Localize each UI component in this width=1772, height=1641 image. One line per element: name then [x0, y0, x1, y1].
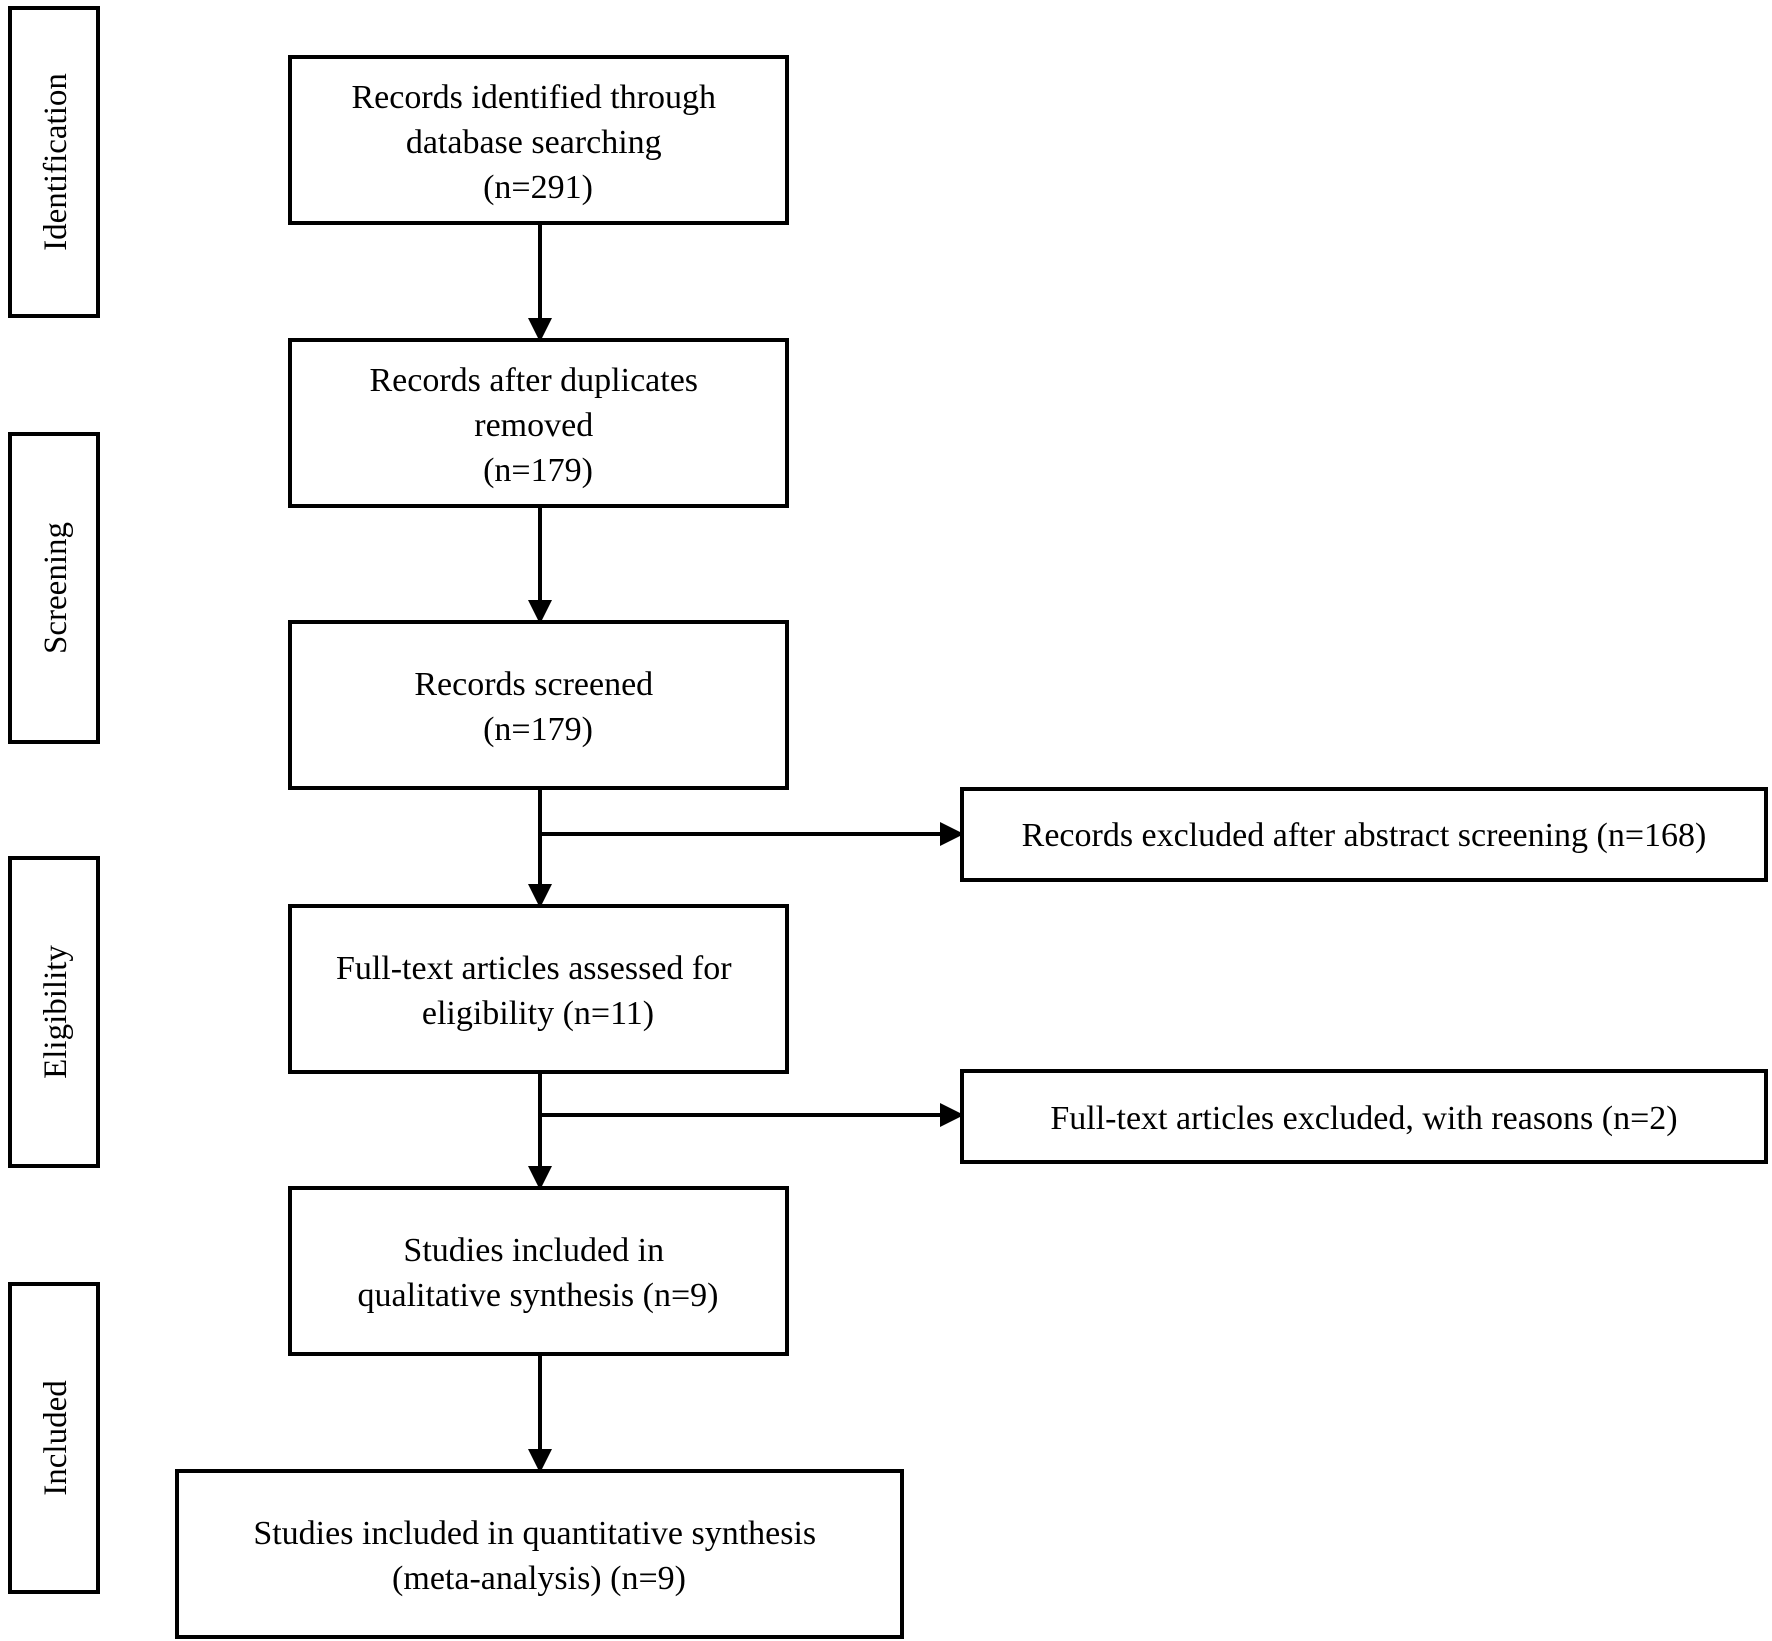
box-after-duplicates-line-3: (n=179): [483, 452, 593, 489]
box-identified-line-3: (n=291): [483, 169, 593, 206]
svg-text:Records after duplicates: Records after duplicates removed (n=179): [369, 362, 706, 489]
box-identified-line-2: database searching: [406, 124, 662, 161]
box-fulltext-excluded-line-1: Full-text articles excluded, with reason…: [1050, 1100, 1677, 1137]
box-after-duplicates-line-1: Records after duplicates: [369, 362, 698, 399]
svg-text:Full-text articles assessed fo: Full-text articles assessed for eligibil…: [336, 950, 740, 1032]
box-quantitative-line-1: Studies included in quantitative synthes…: [253, 1515, 816, 1552]
box-excluded-abstract: Records excluded after abstract screenin…: [960, 787, 1768, 882]
svg-text:Records screened (n=179): Records screened (n=179): [414, 666, 661, 748]
box-fulltext-assessed-line-1: Full-text articles assessed for: [336, 950, 732, 987]
svg-text:Studies included in quantitati: Studies included in quantitative synthes…: [253, 1515, 824, 1597]
box-screened-line-1: Records screened: [414, 666, 653, 703]
box-quantitative-line-2: (meta-analysis) (n=9): [392, 1560, 686, 1597]
svg-text:Studies included in qual: Studies included in qualitative synthesi…: [357, 1232, 718, 1314]
stage-screening: Screening: [8, 432, 100, 744]
box-screened-line-2: (n=179): [483, 711, 593, 748]
box-fulltext-assessed-line-2: eligibility (n=11): [422, 995, 654, 1032]
box-identified: Records identified through database sear…: [288, 55, 789, 225]
stage-identification-label: Identification: [38, 73, 74, 251]
svg-text:Records excluded after abstrac: Records excluded after abstract screenin…: [1022, 817, 1707, 854]
stage-identification: Identification: [8, 6, 100, 318]
box-after-duplicates: Records after duplicates removed (n=179): [288, 338, 789, 508]
box-fulltext-assessed: Full-text articles assessed for eligibil…: [288, 904, 789, 1074]
box-quantitative: Studies included in quantitative synthes…: [175, 1469, 904, 1639]
box-after-duplicates-line-2: removed: [474, 407, 593, 444]
stage-eligibility: Eligibility: [8, 856, 100, 1168]
stage-screening-label: Screening: [38, 522, 74, 654]
stage-included: Included: [8, 1282, 100, 1594]
box-screened: Records screened (n=179): [288, 620, 789, 790]
box-fulltext-excluded: Full-text articles excluded, with reason…: [960, 1069, 1768, 1164]
box-qualitative-line-1: Studies included in: [403, 1232, 664, 1269]
box-excluded-abstract-line-1: Records excluded after abstract screenin…: [1022, 817, 1707, 854]
stage-eligibility-label: Eligibility: [38, 945, 74, 1079]
stage-included-label: Included: [38, 1380, 74, 1496]
box-identified-line-1: Records identified through: [352, 79, 716, 116]
box-qualitative: Studies included in qualitative synthesi…: [288, 1186, 789, 1356]
svg-text:Records identified through: Records identified through database sear…: [352, 79, 725, 206]
box-qualitative-line-2: qualitative synthesis (n=9): [357, 1277, 718, 1314]
svg-text:Full-text articles excluded, w: Full-text articles excluded, with reason…: [1050, 1100, 1677, 1137]
